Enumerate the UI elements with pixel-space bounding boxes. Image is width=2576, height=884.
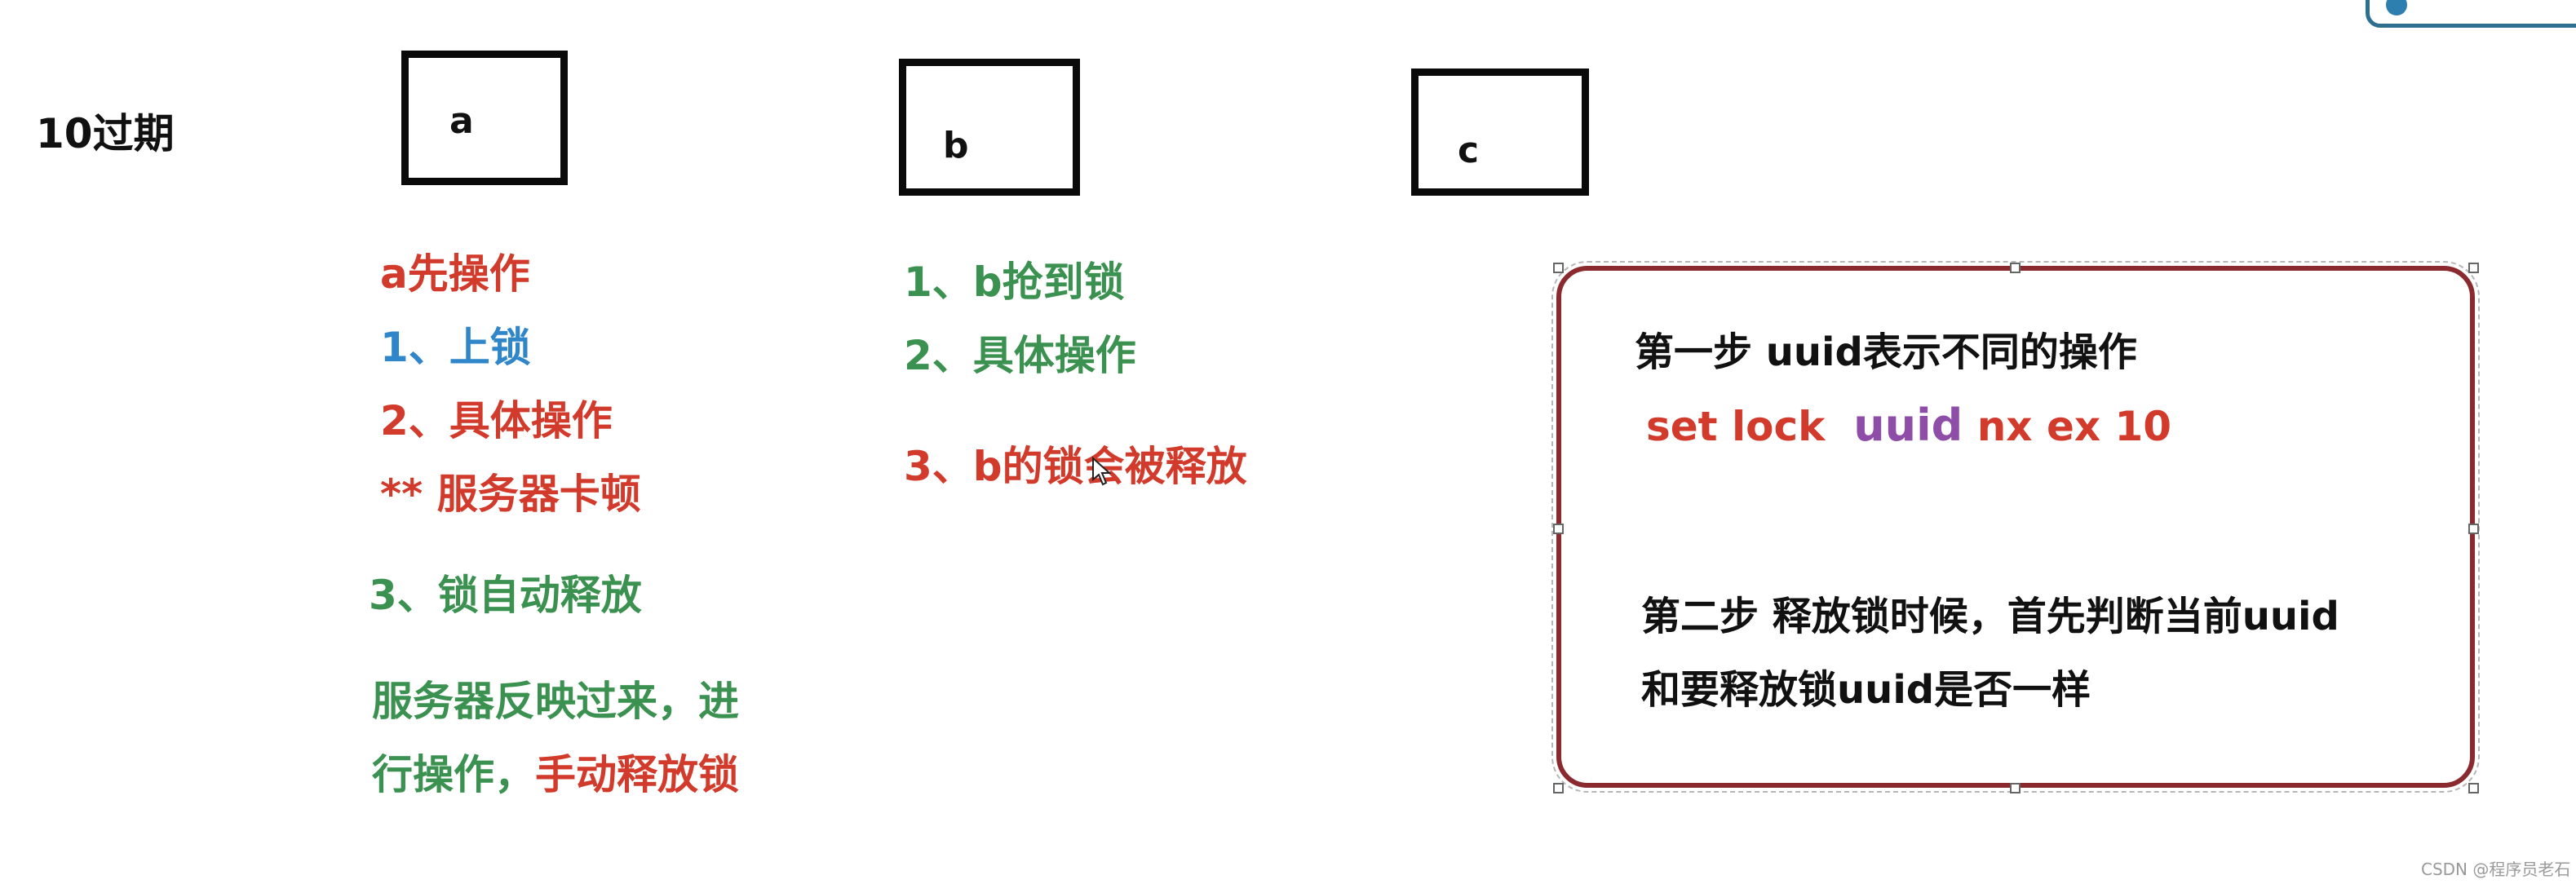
b-step-2: 2、具体操作 (904, 332, 1136, 379)
note-command: set lock uuid nx ex 10 (1646, 400, 2171, 451)
resize-handle[interactable] (2010, 263, 2021, 273)
b-step-3: 3、b的锁会被释放 (904, 443, 1247, 490)
b-step-1: 1、b抢到锁 (904, 259, 1125, 306)
box-c: c (1411, 69, 1589, 196)
partial-toolbar-widget (2366, 0, 2576, 28)
text-cursor-icon (1092, 456, 1112, 486)
expire-label: 10过期 (36, 110, 175, 157)
a-step-1: 1、上锁 (380, 324, 531, 371)
watermark: CSDN @程序员老石 (2421, 860, 2571, 879)
note-command-part-1: set lock (1646, 403, 1826, 450)
note-step-2-line-2: 和要释放锁uuid是否一样 (1641, 667, 2091, 713)
a-recover-line-2-red: 手动释放锁 (535, 751, 739, 798)
resize-handle[interactable] (1553, 263, 1564, 273)
a-step-3: 3、锁自动释放 (369, 572, 642, 619)
resize-handle[interactable] (2468, 783, 2479, 793)
note-step-1-title: 第一步 uuid表示不同的操作 (1635, 329, 2137, 375)
a-step-2: 2、具体操作 (380, 397, 613, 444)
a-recover-line-2: 行操作，手动释放锁 (372, 742, 739, 801)
note-step-2-line-1: 第二步 释放锁时候，首先判断当前uuid (1641, 594, 2339, 639)
resize-handle[interactable] (2010, 783, 2021, 793)
note-command-part-2: uuid (1853, 400, 1963, 451)
resize-handle[interactable] (2468, 263, 2479, 273)
circle-icon (2386, 0, 2407, 15)
note-command-part-3: nx ex 10 (1976, 403, 2172, 450)
a-stall-note: ** 服务器卡顿 (380, 471, 641, 518)
a-title: a先操作 (380, 250, 530, 298)
box-b-label: b (943, 125, 969, 166)
a-recover-line-2-green: 行操作， (372, 751, 535, 798)
box-b: b (899, 59, 1080, 196)
a-recover-line-1: 服务器反映过来，进 (372, 678, 739, 725)
resize-handle[interactable] (1553, 524, 1564, 534)
box-a-label: a (449, 100, 474, 142)
box-c-label: c (1458, 130, 1480, 171)
resize-handle[interactable] (2468, 524, 2479, 534)
box-a: a (401, 51, 568, 185)
resize-handle[interactable] (1553, 783, 1564, 793)
